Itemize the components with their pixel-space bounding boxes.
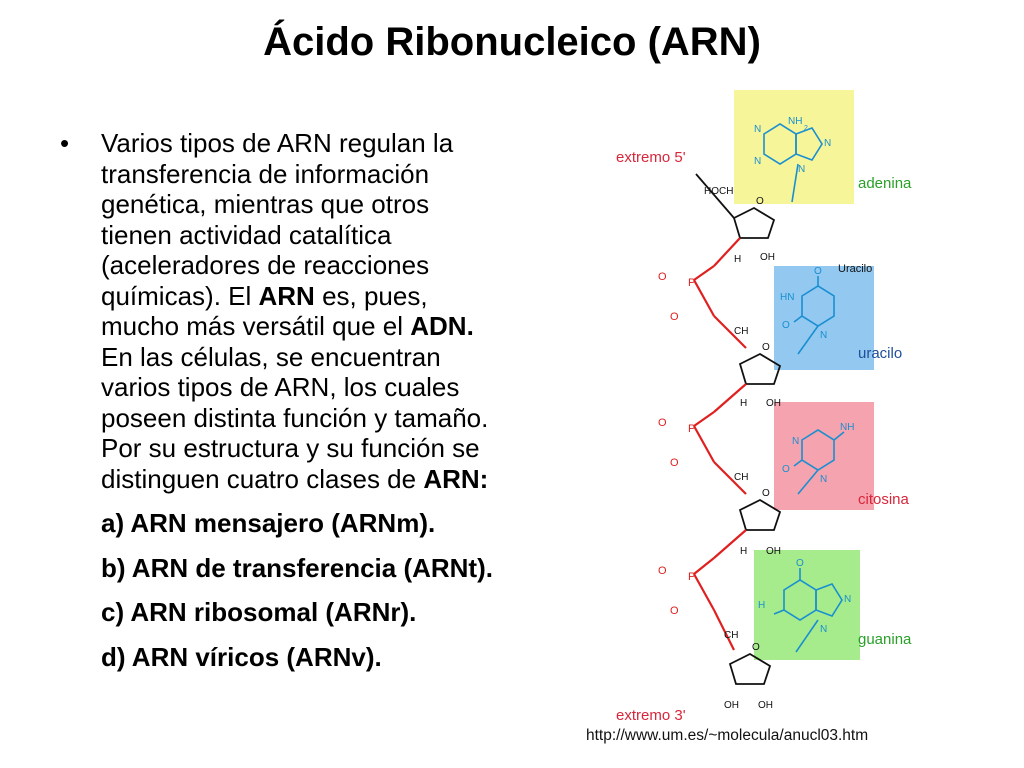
atom-oh: OH [758,700,773,711]
label-guanine: guanina [858,631,912,648]
label-uracilo-heading: Uracilo [838,263,872,275]
paragraph-text-1: Varios tipos de ARN regulan la transfere… [101,128,454,311]
atom-o: O [762,488,770,499]
atom-o: O [756,196,764,207]
atom-o: O [670,311,679,323]
atom-nh2: NH [840,422,854,433]
phosphate-backbone [693,237,747,651]
atom-n: N [820,474,827,485]
atom-n: N [754,156,761,167]
label-adenine: adenina [858,175,912,192]
atom-o: O [658,565,667,577]
atom-hn: HN [780,292,794,303]
list-item-b: b) ARN de transferencia (ARNt). [101,552,493,583]
rna-structure-figure: extremo 5' adenina Uracilo uracilo citos… [586,90,912,744]
atom-oh: OH [766,546,781,557]
bullet-dot-icon: • [60,128,70,158]
cytosine-box [774,402,874,510]
label-3-prime-end: extremo 3' [616,707,686,724]
atom-o: O [762,342,770,353]
label-cytosine: citosina [858,491,910,508]
atom-ch2: CH [724,630,738,641]
atom-o: O [796,558,804,569]
atom-n: N [844,594,851,605]
atom-h: H [740,546,747,557]
atom-o: O [670,457,679,469]
atom-p: P [688,423,695,435]
list-item-a: a) ARN mensajero (ARNm). [101,508,436,538]
uracil-box [774,266,874,370]
atom-p: P [688,571,695,583]
guanine-ring [773,568,843,653]
atom-n: N [792,436,799,447]
guanine-box [754,550,860,660]
atom-sub2: 2 [804,125,808,132]
atom-ch2: CH [734,326,748,337]
source-url: http://www.um.es/~molecula/anucl03.htm [586,727,868,744]
atom-oh: OH [766,398,781,409]
paragraph-bold-arn-2: ARN: [423,463,489,494]
paragraph-text-3: En las células, se encuentran varios tip… [101,341,489,494]
atom-h: H [740,398,747,409]
atom-h: H [734,254,741,265]
paragraph-bold-adn: ADN. [410,311,474,341]
label-5-prime-end: extremo 5' [616,149,686,166]
atom-n: N [798,164,805,175]
bullet-paragraph: • Varios tipos de ARN regulan la transfe… [60,128,500,494]
atom-o: O [670,605,679,617]
atom-o: O [782,320,790,331]
paragraph-text-2: es, pues, mucho más versátil que el [101,280,428,342]
atom-n: N [820,624,827,635]
atom-o: O [658,271,667,283]
adenine-ring [763,123,823,203]
slide-title: Ácido Ribonucleico (ARN) [263,20,761,64]
label-uracil: uracilo [858,345,902,362]
cytosine-ring [793,429,845,495]
atom-o: O [752,642,760,653]
atom-n: N [754,124,761,135]
sugar-rings [695,173,782,685]
list-item-d: d) ARN víricos (ARNv). [101,641,382,672]
list-item-c: c) ARN ribosomal (ARNr). [101,597,417,627]
uracil-ring [793,276,835,355]
atom-nh2: NH [788,116,802,127]
atom-ch2: CH [734,472,748,483]
atom-oh: OH [724,700,739,711]
text-content: • Varios tipos de ARN regulan la transfe… [60,128,500,672]
atom-oh: OH [760,252,775,263]
atom-o: O [658,417,667,429]
atom-h2n: H [758,600,765,611]
atom-p: P [688,277,695,289]
atom-o: O [782,464,790,475]
atom-n: N [824,138,831,149]
atom-hoch2: HOCH [704,186,733,197]
atom-n: N [820,330,827,341]
paragraph-bold-arn: ARN [258,280,315,311]
atom-o: O [814,266,822,277]
